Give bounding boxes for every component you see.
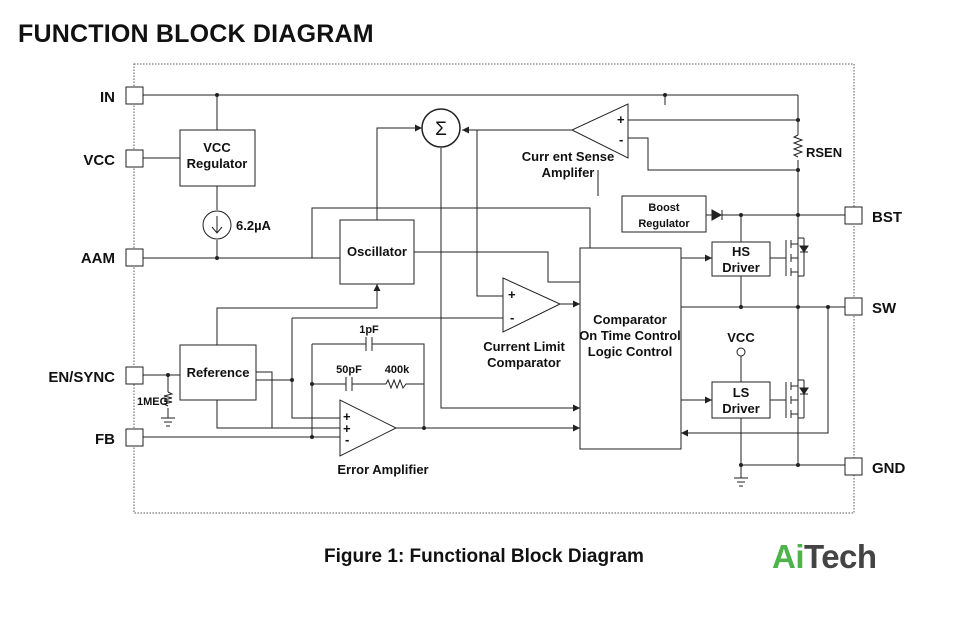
- sense-amp-plus: +: [617, 112, 625, 127]
- current-source-label: 6.2µA: [236, 218, 272, 233]
- capacitor-50pf-icon: [345, 377, 353, 391]
- pin-label-gnd: GND: [872, 460, 906, 477]
- logo-part-ai: Ai: [772, 538, 805, 575]
- boost-regulator-block: [621, 195, 707, 233]
- sense-amp-minus: -: [619, 132, 623, 147]
- summing-junction-icon: [421, 108, 461, 148]
- logic-control-block: [579, 247, 682, 450]
- page-title: FUNCTION BLOCK DIAGRAM: [18, 20, 374, 48]
- logo-part-tech: Tech: [804, 538, 877, 575]
- ls-mosfet-icon: [785, 379, 809, 419]
- current-sense-amp-symbol: [570, 103, 629, 159]
- pin-label-vcc: VCC: [83, 152, 115, 169]
- pin-box-aam: [125, 248, 144, 267]
- hs-driver-block: [711, 241, 771, 277]
- rsen-resistor-icon: [792, 134, 804, 158]
- aitech-logo: AiTech: [772, 538, 877, 576]
- summing-symbol: Σ: [435, 119, 447, 140]
- pin-label-sw: SW: [872, 300, 897, 317]
- capacitor-50pf-label: 50pF: [336, 364, 362, 376]
- resistor-1meg-label: 1MEG: [137, 396, 168, 408]
- logic-label-3: Logic Control: [588, 344, 673, 359]
- vcc-regulator-label-2: Regulator: [187, 156, 248, 171]
- pin-box-fb: [125, 428, 144, 447]
- current-limit-label-2: Comparator: [487, 355, 561, 370]
- vcc-node-label: VCC: [727, 330, 755, 345]
- rsen-label: RSEN: [806, 145, 842, 160]
- current-limit-plus: +: [508, 287, 516, 302]
- hs-mosfet-icon: [785, 237, 809, 277]
- capacitor-1pf-icon: [365, 337, 373, 351]
- current-limit-minus: -: [510, 310, 514, 325]
- figure-caption: Figure 1: Functional Block Diagram: [324, 546, 644, 567]
- boost-regulator-label-2: Regulator: [638, 218, 690, 230]
- pin-box-bst: [844, 206, 863, 225]
- resistor-1meg-icon: [162, 391, 174, 407]
- ls-driver-label-2: Driver: [722, 401, 760, 416]
- pin-box-vcc: [125, 149, 144, 168]
- logic-label-1: Comparator: [593, 312, 667, 327]
- pin-label-aam: AAM: [81, 250, 115, 267]
- pin-box-gnd: [844, 457, 863, 476]
- error-amp-plus-2: +: [343, 421, 351, 436]
- chip-outline: [133, 63, 855, 514]
- pin-label-bst: BST: [872, 209, 902, 226]
- ground-icon: [161, 417, 748, 487]
- hs-driver-label-2: Driver: [722, 260, 760, 275]
- vcc-regulator-label-1: VCC: [203, 140, 231, 155]
- logic-label-2: On Time Control: [579, 328, 681, 343]
- vcc-node-icon: [736, 347, 746, 357]
- boost-regulator-label-1: Boost: [648, 202, 680, 214]
- reference-label: Reference: [187, 365, 250, 380]
- junctions: [166, 93, 830, 467]
- error-amp-minus: -: [345, 432, 349, 447]
- vcc-regulator-block: [179, 129, 256, 187]
- boost-diode-icon: [711, 209, 723, 221]
- pin-label-en-sync: EN/SYNC: [48, 369, 115, 386]
- hs-driver-label-1: HS: [732, 244, 750, 259]
- pin-box-in: [125, 86, 144, 105]
- wires: [143, 94, 845, 478]
- ls-driver-block: [711, 381, 771, 419]
- ls-driver-label-1: LS: [733, 385, 750, 400]
- current-sense-label-1: Curr ent Sense: [522, 149, 614, 164]
- current-limit-label-1: Current Limit: [483, 339, 565, 354]
- error-amplifier-symbol: [339, 399, 398, 457]
- resistor-400k-label: 400k: [385, 364, 410, 376]
- capacitor-1pf-label: 1pF: [359, 324, 379, 336]
- resistor-400k-icon: [385, 378, 408, 390]
- pin-label-in: IN: [100, 89, 115, 106]
- oscillator-block: [339, 219, 415, 285]
- current-limit-comparator-symbol: [502, 277, 562, 333]
- reference-block: [179, 344, 257, 401]
- pin-box-sw: [844, 297, 863, 316]
- pin-boxes: [125, 86, 863, 476]
- oscillator-label: Oscillator: [347, 244, 407, 259]
- arrowheads: [373, 124, 712, 437]
- pin-label-fb: FB: [95, 431, 115, 448]
- error-amp-plus-1: +: [343, 409, 351, 424]
- current-sense-label-2: Amplifer: [542, 165, 595, 180]
- error-amp-label: Error Amplifier: [337, 462, 428, 477]
- pin-box-en-sync: [125, 366, 144, 385]
